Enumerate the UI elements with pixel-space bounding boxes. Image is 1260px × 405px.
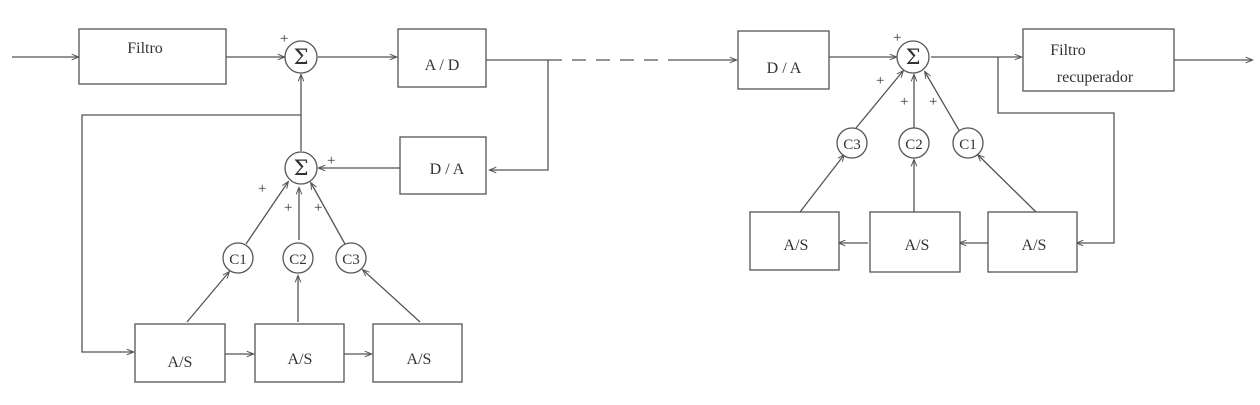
feedback-to-dac-arrow xyxy=(490,60,549,170)
sample-hold-1-label: A/S xyxy=(168,354,193,371)
sigma-symbol: Σ xyxy=(294,45,309,69)
coeff-c2-label: C2 xyxy=(905,137,923,153)
sample-hold-r1-label: A/S xyxy=(784,237,809,254)
c1-to-sum-arrow xyxy=(925,72,961,133)
sample-hold-2-label: A/S xyxy=(288,351,313,368)
as3-to-c1-arrow xyxy=(978,155,1037,213)
sample-hold-3-label: A/S xyxy=(407,351,432,368)
filter-block: Filtro xyxy=(78,28,227,85)
filter-label: Filtro xyxy=(127,40,163,57)
coeff-c1-label: C1 xyxy=(229,252,247,268)
sum-junction-predictor: Σ xyxy=(284,151,318,185)
sample-hold-r3-label: A/S xyxy=(1022,237,1047,254)
receiver-wires xyxy=(680,57,1252,243)
sample-hold-block-2: A/S xyxy=(254,323,345,383)
sum-junction-main: Σ xyxy=(284,40,318,74)
coeff-c1: C1 xyxy=(222,242,254,274)
as1-to-c1-arrow xyxy=(186,272,229,323)
sample-hold-r2-label: A/S xyxy=(905,237,930,254)
recovery-filter-block: Filtro recuperador xyxy=(1022,28,1175,92)
recovery-filter-label-line-1: Filtro xyxy=(1050,42,1086,59)
coeff-c3-receiver: C3 xyxy=(836,127,868,159)
sample-hold-block-r1: A/S xyxy=(749,211,840,271)
recovery-filter-label-line-2: recuperador xyxy=(1057,69,1134,86)
sum-junction-receiver: Σ xyxy=(896,40,930,74)
sample-hold-block-3: A/S xyxy=(372,323,463,383)
as1-to-c3-arrow xyxy=(799,155,844,213)
coeff-c3-label: C3 xyxy=(342,252,360,268)
feedback-to-as-arrow xyxy=(997,57,1115,243)
plus-sign: + xyxy=(876,73,884,89)
adc-block: A / D xyxy=(397,28,487,88)
plus-sign: + xyxy=(900,94,908,110)
sigma-symbol: Σ xyxy=(906,45,921,69)
c1-to-sum-arrow xyxy=(245,182,288,245)
receiver-section: D / A Filtro recuperador A/S A/S A/S Σ C… xyxy=(680,28,1252,273)
feedback-to-as1-arrow xyxy=(81,114,301,352)
dac-feedback-label: D / A xyxy=(430,161,465,178)
coeff-c2: C2 xyxy=(282,242,314,274)
as3-to-c3-arrow xyxy=(363,270,421,323)
dac-label: D / A xyxy=(767,60,802,77)
plus-sign: + xyxy=(280,31,288,47)
c3-to-sum-arrow xyxy=(311,183,346,245)
coeff-c2-receiver: C2 xyxy=(898,127,930,159)
coeff-c3: C3 xyxy=(335,242,367,274)
plus-sign: + xyxy=(327,153,335,169)
adc-label: A / D xyxy=(425,57,460,74)
sample-hold-block-r2: A/S xyxy=(869,211,961,273)
plus-sign: + xyxy=(314,200,322,216)
dac-block-feedback: D / A xyxy=(399,136,487,195)
plus-sign: + xyxy=(284,200,292,216)
sample-hold-block-r3: A/S xyxy=(987,211,1078,273)
coeff-c2-label: C2 xyxy=(289,252,307,268)
plus-sign: + xyxy=(258,181,266,197)
plus-sign: + xyxy=(929,94,937,110)
coeff-c1-receiver: C1 xyxy=(952,127,984,159)
transmitter-wires xyxy=(12,57,680,354)
c3-to-sum-arrow xyxy=(855,71,903,129)
dac-block: D / A xyxy=(737,30,830,90)
coeff-c3-label: C3 xyxy=(843,137,861,153)
sigma-symbol: Σ xyxy=(294,156,309,180)
plus-sign: + xyxy=(893,30,901,46)
coeff-c1-label: C1 xyxy=(959,137,977,153)
sample-hold-block-1: A/S xyxy=(134,323,226,383)
transmitter-section: Filtro A / D D / A A/S A/S A/S Σ xyxy=(12,28,680,383)
